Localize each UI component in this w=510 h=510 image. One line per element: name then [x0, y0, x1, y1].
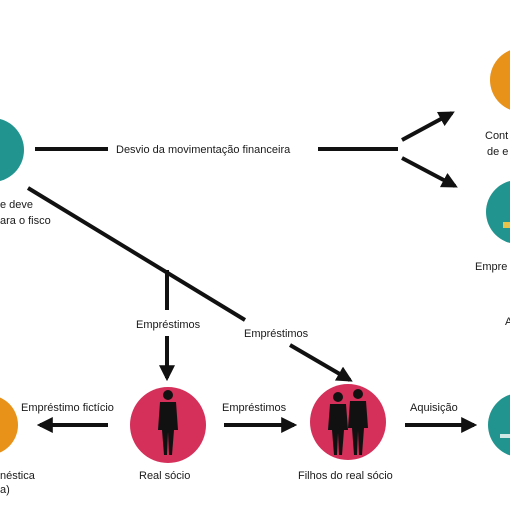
- two-people-silhouette-icon: [328, 389, 368, 455]
- label-aquisicao: Aquisição: [410, 402, 458, 414]
- label-emprestimos-diagonal: Empréstimos: [244, 328, 309, 340]
- right-circle-detail: [500, 434, 510, 438]
- label-emprestimos-vertical: Empréstimos: [136, 319, 201, 331]
- children-label: Filhos do real sócio: [298, 470, 393, 482]
- diagonal-loans-arrow-part2: [288, 343, 353, 382]
- domestic-label-line2: a): [0, 484, 10, 496]
- node-domestic-circle: [0, 397, 18, 453]
- debtor-company-label-line2: ara o fisco: [0, 215, 51, 227]
- label-desvio: Desvio da movimentação financeira: [116, 144, 291, 156]
- node-company-right-circle: [486, 181, 510, 243]
- account-label-line1: Cont: [485, 130, 508, 142]
- real-partner-label: Real sócio: [139, 470, 190, 482]
- label-emprestimos-right: Empréstimos: [222, 402, 287, 414]
- right-circle-detail-2: [503, 222, 510, 228]
- desvio-branch-up-arrow: [401, 111, 455, 142]
- account-label-line2: de e: [487, 146, 508, 158]
- desvio-branch-down-arrow: [401, 156, 458, 188]
- company-right-label: Empre: [475, 261, 507, 273]
- domestic-label-line1: néstica: [0, 470, 36, 482]
- node-debtor-company-circle: [0, 119, 24, 181]
- node-account-circle: [490, 50, 510, 110]
- partial-right-label: A: [505, 316, 510, 328]
- label-emprestimo-ficticio: Empréstimo fictício: [21, 402, 114, 414]
- diagonal-loans-arrow-part1: [26, 186, 247, 322]
- node-acquired-circle: [488, 394, 510, 456]
- person-silhouette-icon: [158, 390, 178, 455]
- node-children-circle: [310, 384, 386, 460]
- debtor-company-label-line1: e deve: [0, 199, 33, 211]
